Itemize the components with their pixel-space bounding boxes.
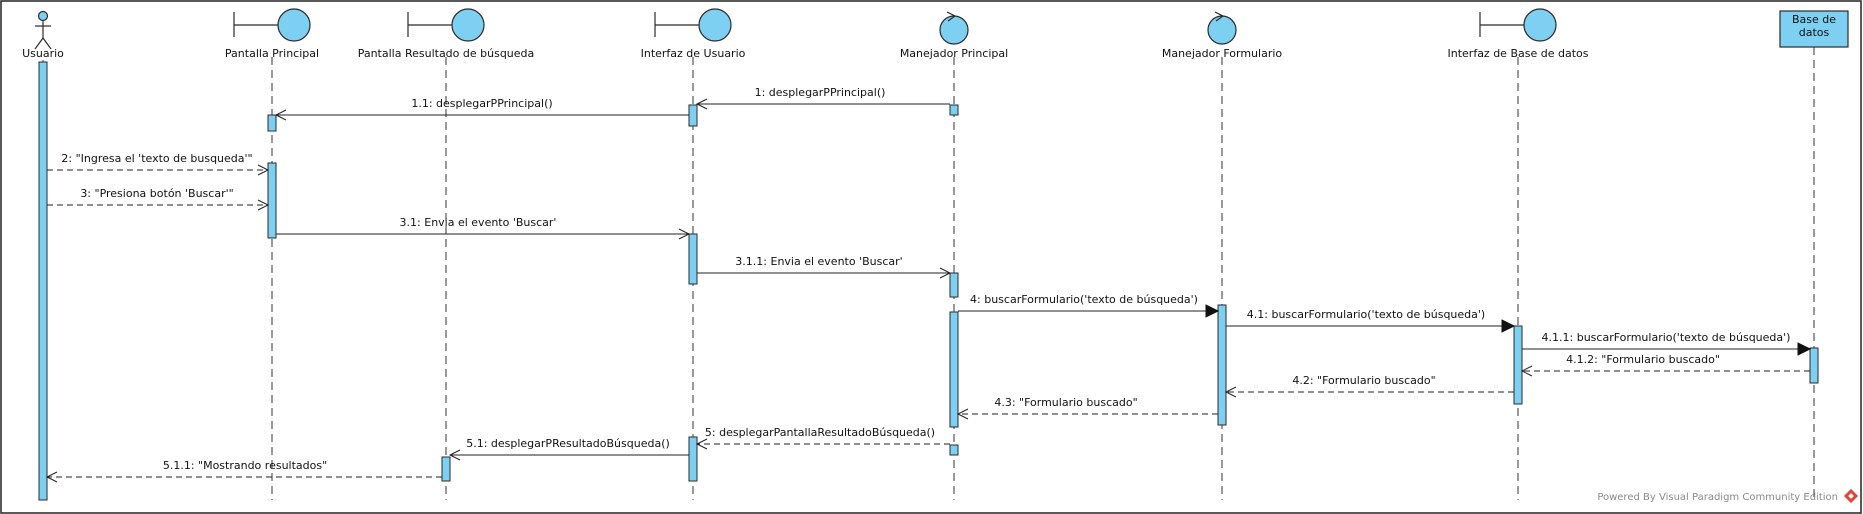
message-label: 3.1.1: Envia el evento 'Buscar' bbox=[735, 255, 902, 268]
message-m4-1[interactable]: 4.1: buscarFormulario('texto de búsqueda… bbox=[1226, 308, 1516, 333]
activation-bar bbox=[949, 444, 959, 456]
activation-bar bbox=[38, 61, 48, 501]
message-label: 4.1: buscarFormulario('texto de búsqueda… bbox=[1247, 308, 1485, 321]
message-m3-1[interactable]: 3.1: Envia el evento 'Buscar' bbox=[276, 216, 691, 240]
activation-bar bbox=[267, 114, 277, 132]
message-m3[interactable]: 3: "Presiona botón 'Buscar'" bbox=[47, 187, 270, 211]
open-arrowhead-icon bbox=[695, 98, 708, 110]
activation-bar bbox=[688, 436, 698, 482]
lifeline-interfaz-bd[interactable]: Interfaz de Base de datos bbox=[1448, 8, 1589, 500]
lifeline-manejador-principal[interactable]: Manejador Principal bbox=[900, 11, 1008, 500]
activation-bar bbox=[949, 272, 959, 298]
message-m3-1-1[interactable]: 3.1.1: Envia el evento 'Buscar' bbox=[697, 255, 952, 279]
activation-bar bbox=[949, 104, 959, 116]
open-arrowhead-icon bbox=[257, 199, 270, 211]
lifeline-name: Pantalla Resultado de búsqueda bbox=[358, 47, 535, 60]
message-m4-1-1[interactable]: 4.1.1: buscarFormulario('texto de búsque… bbox=[1522, 331, 1812, 356]
lifeline-pantalla-principal[interactable]: Pantalla Principal bbox=[225, 8, 319, 500]
message-label: 5.1.1: "Mostrando resultados" bbox=[163, 459, 327, 472]
boundary-icon bbox=[1479, 8, 1557, 42]
activation-bar bbox=[441, 456, 451, 482]
open-arrowhead-icon bbox=[274, 109, 287, 121]
activation-bar bbox=[1513, 325, 1523, 405]
message-m2[interactable]: 2: "Ingresa el 'texto de busqueda'" bbox=[47, 152, 270, 176]
message-m4-3[interactable]: 4.3: "Formulario buscado" bbox=[956, 396, 1218, 420]
lifeline-name: Pantalla Principal bbox=[225, 47, 319, 60]
lifeline-name: Manejador Principal bbox=[900, 47, 1008, 60]
message-m5[interactable]: 5: desplegarPantallaResultadoBúsqueda() bbox=[695, 426, 950, 450]
message-label: 4: buscarFormulario('texto de búsqueda') bbox=[970, 293, 1198, 306]
lifeline-name-line: datos bbox=[1799, 26, 1830, 39]
control-icon bbox=[939, 11, 969, 45]
lifeline-name: Manejador Formulario bbox=[1162, 47, 1283, 60]
lifeline-name: Interfaz de Base de datos bbox=[1448, 47, 1589, 60]
message-label: 5: desplegarPantallaResultadoBúsqueda() bbox=[705, 426, 935, 439]
message-m4-1-2[interactable]: 4.1.2: "Formulario buscado" bbox=[1520, 353, 1810, 377]
open-arrowhead-icon bbox=[1520, 365, 1533, 377]
message-m4[interactable]: 4: buscarFormulario('texto de búsqueda') bbox=[958, 293, 1220, 318]
filled-arrowhead-icon bbox=[1205, 304, 1220, 318]
open-arrowhead-icon bbox=[678, 228, 691, 240]
boundary-icon bbox=[233, 8, 311, 42]
message-label: 4.3: "Formulario buscado" bbox=[994, 396, 1137, 409]
message-m5-1-1[interactable]: 5.1.1: "Mostrando resultados" bbox=[45, 459, 442, 483]
message-label: 2: "Ingresa el 'texto de busqueda'" bbox=[61, 152, 252, 165]
activation-bar bbox=[949, 311, 959, 428]
message-label: 3.1: Envia el evento 'Buscar' bbox=[400, 216, 557, 229]
lifeline-manejador-formulario[interactable]: Manejador Formulario bbox=[1162, 11, 1283, 500]
activation-bar bbox=[1809, 347, 1819, 384]
lifeline-name-line: Base de bbox=[1792, 13, 1836, 26]
open-arrowhead-icon bbox=[939, 267, 952, 279]
lifeline-name: Usuario bbox=[22, 47, 64, 60]
visual-paradigm-logo-icon bbox=[1843, 488, 1859, 504]
open-arrowhead-icon bbox=[956, 408, 969, 420]
filled-arrowhead-icon bbox=[1501, 319, 1516, 333]
boundary-icon bbox=[407, 8, 485, 42]
message-label: 3: "Presiona botón 'Buscar'" bbox=[80, 187, 233, 200]
open-arrowhead-icon bbox=[448, 449, 461, 461]
message-label: 4.2: "Formulario buscado" bbox=[1292, 374, 1435, 387]
activation-bar bbox=[267, 162, 277, 239]
message-m4-2[interactable]: 4.2: "Formulario buscado" bbox=[1224, 374, 1514, 398]
activation-bar bbox=[1217, 304, 1227, 426]
filled-arrowhead-icon bbox=[1797, 342, 1812, 356]
message-label: 5.1: desplegarPResultadoBúsqueda() bbox=[466, 437, 670, 450]
message-m1-1[interactable]: 1.1: desplegarPPrincipal() bbox=[274, 97, 689, 121]
activation-bar bbox=[688, 233, 698, 285]
lifeline-name: Interfaz de Usuario bbox=[641, 47, 746, 60]
database-box-icon bbox=[1779, 10, 1849, 48]
message-label: 4.1.1: buscarFormulario('texto de búsque… bbox=[1542, 331, 1791, 344]
control-icon bbox=[1207, 11, 1237, 45]
message-label: 1.1: desplegarPPrincipal() bbox=[411, 97, 552, 110]
open-arrowhead-icon bbox=[695, 438, 708, 450]
open-arrowhead-icon bbox=[257, 164, 270, 176]
message-m5-1[interactable]: 5.1: desplegarPResultadoBúsqueda() bbox=[448, 437, 689, 461]
message-m1[interactable]: 1: desplegarPPrincipal() bbox=[695, 86, 950, 110]
watermark: Powered By Visual Paradigm Community Edi… bbox=[1597, 488, 1859, 504]
message-label: 4.1.2: "Formulario buscado" bbox=[1566, 353, 1720, 366]
watermark-text: Powered By Visual Paradigm Community Edi… bbox=[1597, 492, 1838, 503]
message-label: 1: desplegarPPrincipal() bbox=[755, 86, 886, 99]
open-arrowhead-icon bbox=[1224, 386, 1237, 398]
activation-bar bbox=[688, 104, 698, 127]
boundary-icon bbox=[654, 8, 732, 42]
open-arrowhead-icon bbox=[45, 471, 58, 483]
lifeline-pantalla-resultado[interactable]: Pantalla Resultado de búsqueda bbox=[358, 8, 535, 500]
actor-icon bbox=[34, 10, 52, 50]
